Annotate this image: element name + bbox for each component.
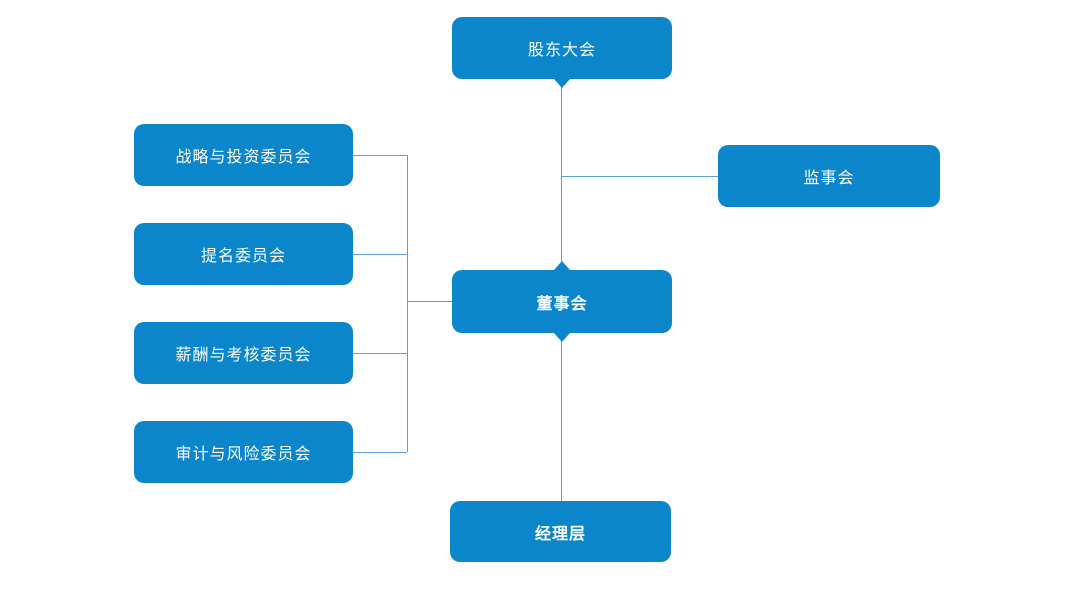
connector-stub-audit: [353, 452, 407, 453]
node-label: 战略与投资委员会: [175, 149, 312, 166]
connector-shareholders-board: [561, 79, 562, 270]
node-remuneration-appraisal-committee: 薪酬与考核委员会: [134, 322, 353, 384]
connector-committee-bus: [407, 155, 408, 452]
node-nomination-committee: 提名委员会: [134, 223, 353, 285]
connector-board-management: [561, 333, 562, 501]
node-label: 提名委员会: [200, 248, 286, 265]
tail-board-top: [554, 261, 570, 270]
node-supervisory-board: 监事会: [718, 145, 940, 207]
node-label: 经理层: [534, 525, 586, 543]
connector-bus-board: [407, 301, 452, 302]
connector-stub-strategy: [353, 155, 407, 156]
node-label: 董事会: [536, 295, 588, 313]
node-label: 股东大会: [527, 42, 596, 59]
tail-board-bottom: [554, 333, 570, 342]
node-management-team: 经理层: [450, 501, 671, 562]
node-label: 审计与风险委员会: [175, 446, 312, 463]
node-shareholders-meeting: 股东大会: [452, 17, 672, 79]
node-strategy-investment-committee: 战略与投资委员会: [134, 124, 353, 186]
node-board-of-directors: 董事会: [452, 270, 672, 333]
connector-branch-supervisory: [562, 176, 718, 177]
node-label: 薪酬与考核委员会: [175, 347, 312, 364]
node-audit-risk-committee: 审计与风险委员会: [134, 421, 353, 483]
tail-shareholders-bottom: [554, 79, 570, 88]
connector-stub-nomination: [353, 254, 407, 255]
node-label: 监事会: [803, 170, 855, 187]
connector-stub-remuneration: [353, 353, 407, 354]
